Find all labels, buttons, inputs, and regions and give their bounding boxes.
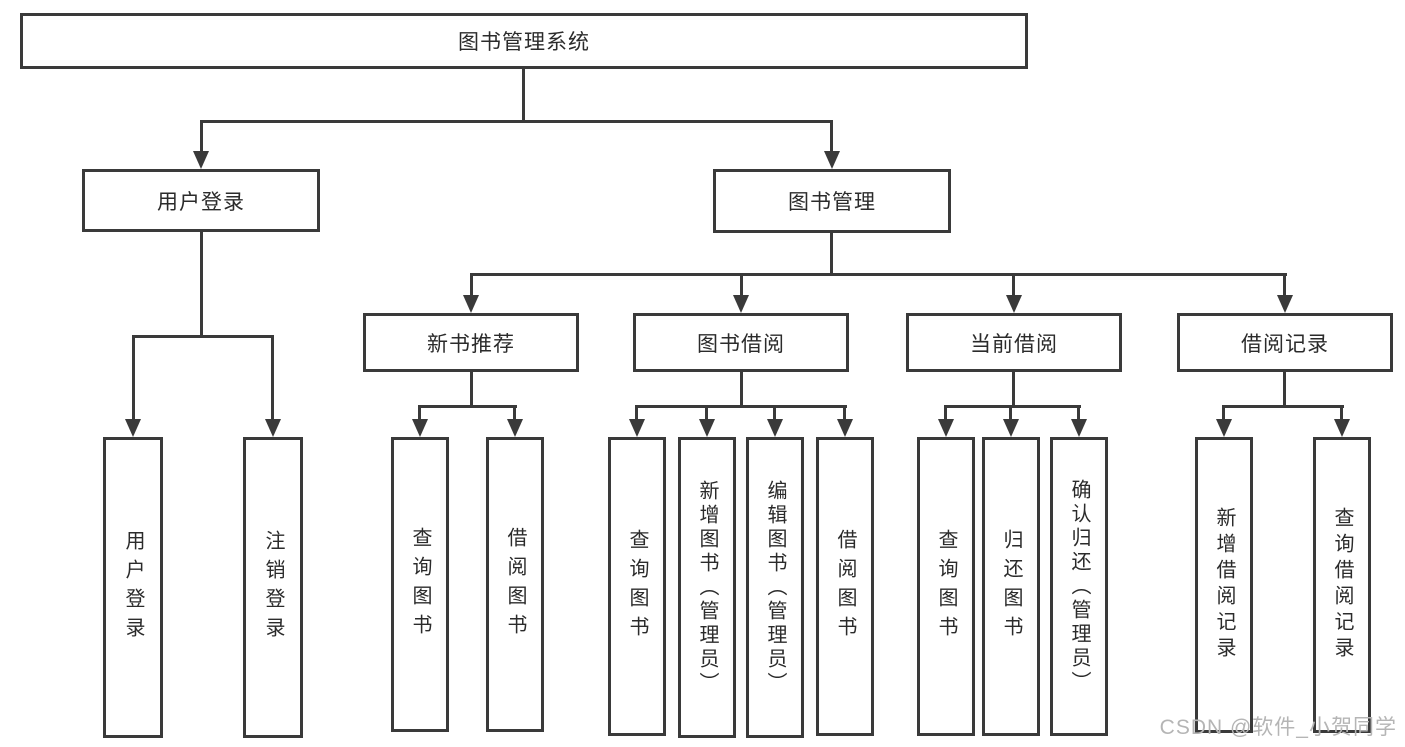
connector-borrow-stem	[740, 372, 743, 405]
connector-root-stem	[522, 69, 525, 120]
connector-records-bar	[1222, 405, 1344, 408]
node-login-group: 用户登录	[82, 169, 320, 232]
leaf-rec-borrow: 借阅图书	[486, 437, 544, 732]
leaf-login-user: 用户登录	[103, 437, 163, 738]
leaf-rec-query: 查询图书	[391, 437, 449, 732]
leaf-current-return-label: 归还图书	[1000, 528, 1022, 645]
arrowhead-rec-query	[412, 419, 428, 437]
arrowhead-rec-borrow	[507, 419, 523, 437]
leaf-borrow-borrow-label: 借阅图书	[834, 528, 856, 645]
connector-drop-records-add	[1222, 405, 1225, 419]
arrowhead-borrow-add	[699, 419, 715, 437]
arrowhead-login	[193, 151, 209, 169]
leaf-records-query-label: 查询借阅记录	[1331, 507, 1353, 663]
leaf-current-query-label: 查询图书	[935, 528, 957, 645]
connector-login-stem	[200, 232, 203, 335]
node-borrow: 图书借阅	[633, 313, 849, 372]
connector-drop-borrow	[740, 273, 743, 295]
arrowhead-current-confirm	[1071, 419, 1087, 437]
connector-drop-current-confirm	[1077, 405, 1080, 419]
connector-mgmt-stem	[830, 233, 833, 273]
connector-level2-bar	[200, 120, 833, 123]
leaf-rec-borrow-label: 借阅图书	[504, 526, 526, 643]
connector-drop-mgmt	[830, 120, 833, 151]
connector-drop-current	[1012, 273, 1015, 295]
connector-drop-rec-query	[418, 405, 421, 419]
leaf-current-query: 查询图书	[917, 437, 975, 736]
arrowhead-borrow-edit	[767, 419, 783, 437]
arrowhead-borrow-query	[629, 419, 645, 437]
leaf-login-logout-label: 注销登录	[262, 529, 284, 646]
node-root: 图书管理系统	[20, 13, 1028, 69]
node-mgmt-group: 图书管理	[713, 169, 951, 233]
leaf-borrow-add: 新增图书（管理员）	[678, 437, 736, 738]
connector-drop-borrow-edit	[773, 405, 776, 419]
arrowhead-mgmt	[824, 151, 840, 169]
leaf-rec-query-label: 查询图书	[409, 526, 431, 643]
node-rec-label: 新书推荐	[427, 332, 515, 356]
connector-level3-bar	[470, 273, 1287, 276]
arrowhead-current-return	[1003, 419, 1019, 437]
leaf-login-user-label: 用户登录	[122, 529, 144, 646]
connector-drop-current-return	[1009, 405, 1012, 419]
connector-current-stem	[1012, 372, 1015, 405]
leaf-current-confirm-label: 确认归还（管理员）	[1068, 478, 1090, 695]
node-rec: 新书推荐	[363, 313, 579, 372]
leaf-current-confirm: 确认归还（管理员）	[1050, 437, 1108, 736]
connector-drop-rec	[470, 273, 473, 295]
connector-drop-rec-borrow	[513, 405, 516, 419]
node-borrow-label: 图书借阅	[697, 332, 785, 356]
leaf-borrow-query-label: 查询图书	[626, 528, 648, 645]
leaf-current-return: 归还图书	[982, 437, 1040, 736]
csdn-watermark: CSDN @软件_小贺同学	[1159, 716, 1397, 739]
leaf-records-add-label: 新增借阅记录	[1213, 507, 1235, 663]
node-current: 当前借阅	[906, 313, 1122, 372]
arrowhead-records-add	[1216, 419, 1232, 437]
node-login-group-label: 用户登录	[157, 190, 245, 214]
node-mgmt-group-label: 图书管理	[788, 191, 876, 214]
arrowhead-login-user	[125, 419, 141, 437]
arrowhead-login-logout	[265, 419, 281, 437]
arrowhead-borrow	[733, 295, 749, 313]
node-root-label: 图书管理系统	[458, 31, 590, 54]
connector-drop-login-user	[132, 335, 135, 419]
connector-rec-bar	[418, 405, 517, 408]
connector-drop-records	[1283, 273, 1286, 295]
connector-current-bar	[944, 405, 1081, 408]
leaf-borrow-add-label: 新增图书（管理员）	[696, 479, 718, 696]
connector-login-bar	[132, 335, 274, 338]
node-records-label: 借阅记录	[1241, 332, 1329, 356]
leaf-borrow-edit: 编辑图书（管理员）	[746, 437, 804, 738]
arrowhead-records-query	[1334, 419, 1350, 437]
connector-drop-borrow-add	[705, 405, 708, 419]
connector-drop-records-query	[1340, 405, 1343, 419]
connector-rec-stem	[470, 372, 473, 405]
connector-drop-borrow-borrow	[843, 405, 846, 419]
arrowhead-rec	[463, 295, 479, 313]
arrowhead-current-query	[938, 419, 954, 437]
connector-drop-borrow-query	[635, 405, 638, 419]
connector-drop-login-logout	[271, 335, 274, 419]
leaf-borrow-edit-label: 编辑图书（管理员）	[764, 479, 786, 696]
node-records: 借阅记录	[1177, 313, 1393, 372]
leaf-records-add: 新增借阅记录	[1195, 437, 1253, 733]
arrowhead-records	[1277, 295, 1293, 313]
connector-borrow-bar	[635, 405, 847, 408]
connector-records-stem	[1283, 372, 1286, 405]
leaf-login-logout: 注销登录	[243, 437, 303, 738]
leaf-borrow-borrow: 借阅图书	[816, 437, 874, 736]
connector-drop-login	[200, 120, 203, 151]
node-current-label: 当前借阅	[970, 332, 1058, 356]
connector-drop-current-query	[944, 405, 947, 419]
arrowhead-borrow-borrow	[837, 419, 853, 437]
leaf-borrow-query: 查询图书	[608, 437, 666, 736]
arrowhead-current	[1006, 295, 1022, 313]
leaf-records-query: 查询借阅记录	[1313, 437, 1371, 733]
